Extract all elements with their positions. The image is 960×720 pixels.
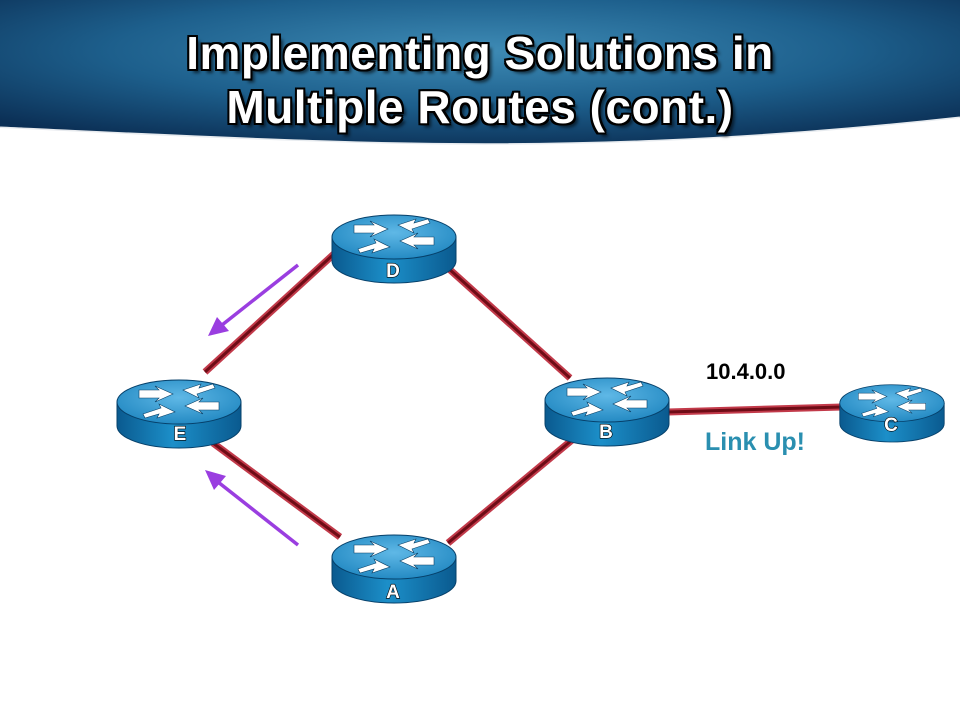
router-a: A [331, 534, 457, 604]
router-b: B [544, 377, 670, 447]
page-title-line-1: Implementing Solutions in [186, 27, 774, 79]
router-label-e: E [174, 424, 187, 445]
arrow-upper-icon [208, 263, 300, 336]
router-label-a: A [386, 582, 400, 603]
header-background [0, 0, 960, 147]
link-status-label: Link Up! [705, 428, 805, 456]
router-d: D [331, 214, 457, 284]
arrow-lower-icon [205, 470, 300, 547]
router-label-c: C [884, 415, 898, 436]
links [202, 250, 843, 546]
router-e: E [116, 379, 242, 449]
page-title-line-2: Multiple Routes (cont.) [226, 81, 734, 133]
router-label-d: D [386, 261, 400, 282]
router-c: C [839, 384, 945, 443]
network-address-label: 10.4.0.0 [706, 359, 786, 384]
router-label-b: B [599, 422, 613, 443]
header-banner: Implementing Solutions in Multiple Route… [0, 0, 960, 160]
route-arrows [205, 263, 300, 547]
